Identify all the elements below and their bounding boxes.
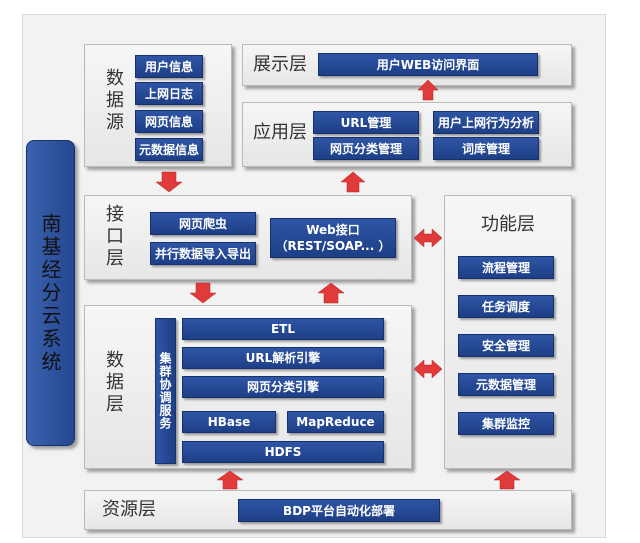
cluster-coordination-service: 集群协调服务 bbox=[155, 318, 176, 464]
arrow-interface-to-app bbox=[340, 171, 366, 193]
resource-layer-title: 资源层 bbox=[102, 499, 156, 520]
app-url-management: URL管理 bbox=[313, 111, 419, 134]
interface-web-crawler: 网页爬虫 bbox=[150, 212, 256, 235]
resource-bdp-auto-deploy: BDP平台自动化部署 bbox=[238, 499, 440, 522]
arrow-data-function bbox=[413, 359, 443, 379]
application-layer-title: 应用层 bbox=[253, 122, 307, 143]
display-web-ui: 用户WEB访问界面 bbox=[318, 53, 538, 76]
arrow-app-to-display bbox=[417, 79, 439, 101]
arrow-interface-to-data bbox=[189, 282, 217, 304]
system-label: 南基经分云系统 bbox=[38, 212, 62, 374]
interface-layer-title: 接口层 bbox=[103, 204, 124, 270]
arrow-data-to-interface bbox=[317, 282, 345, 304]
data-url-parse-engine: URL解析引擎 bbox=[182, 347, 384, 369]
cluster-coordination-label: 集群协调服务 bbox=[158, 352, 172, 430]
data-page-classify-engine: 网页分类引擎 bbox=[182, 376, 384, 398]
data-source-title: 数据源 bbox=[103, 68, 124, 134]
data-hbase: HBase bbox=[182, 411, 276, 433]
function-task-scheduling: 任务调度 bbox=[458, 295, 554, 318]
interface-parallel-io: 并行数据导入导出 bbox=[150, 242, 256, 265]
data-source-page-info: 网页信息 bbox=[135, 110, 203, 133]
app-user-behavior-analysis: 用户上网行为分析 bbox=[433, 111, 539, 134]
arrow-resource-to-function bbox=[493, 470, 521, 490]
function-cluster-monitoring: 集群监控 bbox=[458, 412, 554, 435]
function-layer-title: 功能层 bbox=[481, 214, 535, 235]
interface-web-api: Web接口 （REST/SOAP... ） bbox=[270, 218, 396, 258]
data-hdfs: HDFS bbox=[182, 441, 384, 463]
system-label-bar: 南基经分云系统 bbox=[26, 140, 75, 446]
data-source-web-log: 上网日志 bbox=[135, 82, 203, 105]
function-process-management: 流程管理 bbox=[458, 256, 554, 279]
data-source-user-info: 用户信息 bbox=[135, 55, 203, 78]
arrow-source-to-interface bbox=[155, 171, 183, 193]
display-layer-title: 展示层 bbox=[253, 54, 307, 75]
app-lexicon-management: 词库管理 bbox=[433, 137, 539, 160]
arrow-resource-to-data bbox=[216, 470, 244, 490]
function-security-management: 安全管理 bbox=[458, 334, 554, 357]
data-layer-title: 数据层 bbox=[103, 350, 124, 416]
data-mapreduce: MapReduce bbox=[287, 411, 384, 433]
arrow-interface-function bbox=[413, 228, 443, 248]
app-page-classify-management: 网页分类管理 bbox=[313, 137, 419, 160]
function-metadata-management: 元数据管理 bbox=[458, 373, 554, 396]
data-source-metadata: 元数据信息 bbox=[135, 138, 203, 161]
data-etl: ETL bbox=[182, 318, 384, 340]
